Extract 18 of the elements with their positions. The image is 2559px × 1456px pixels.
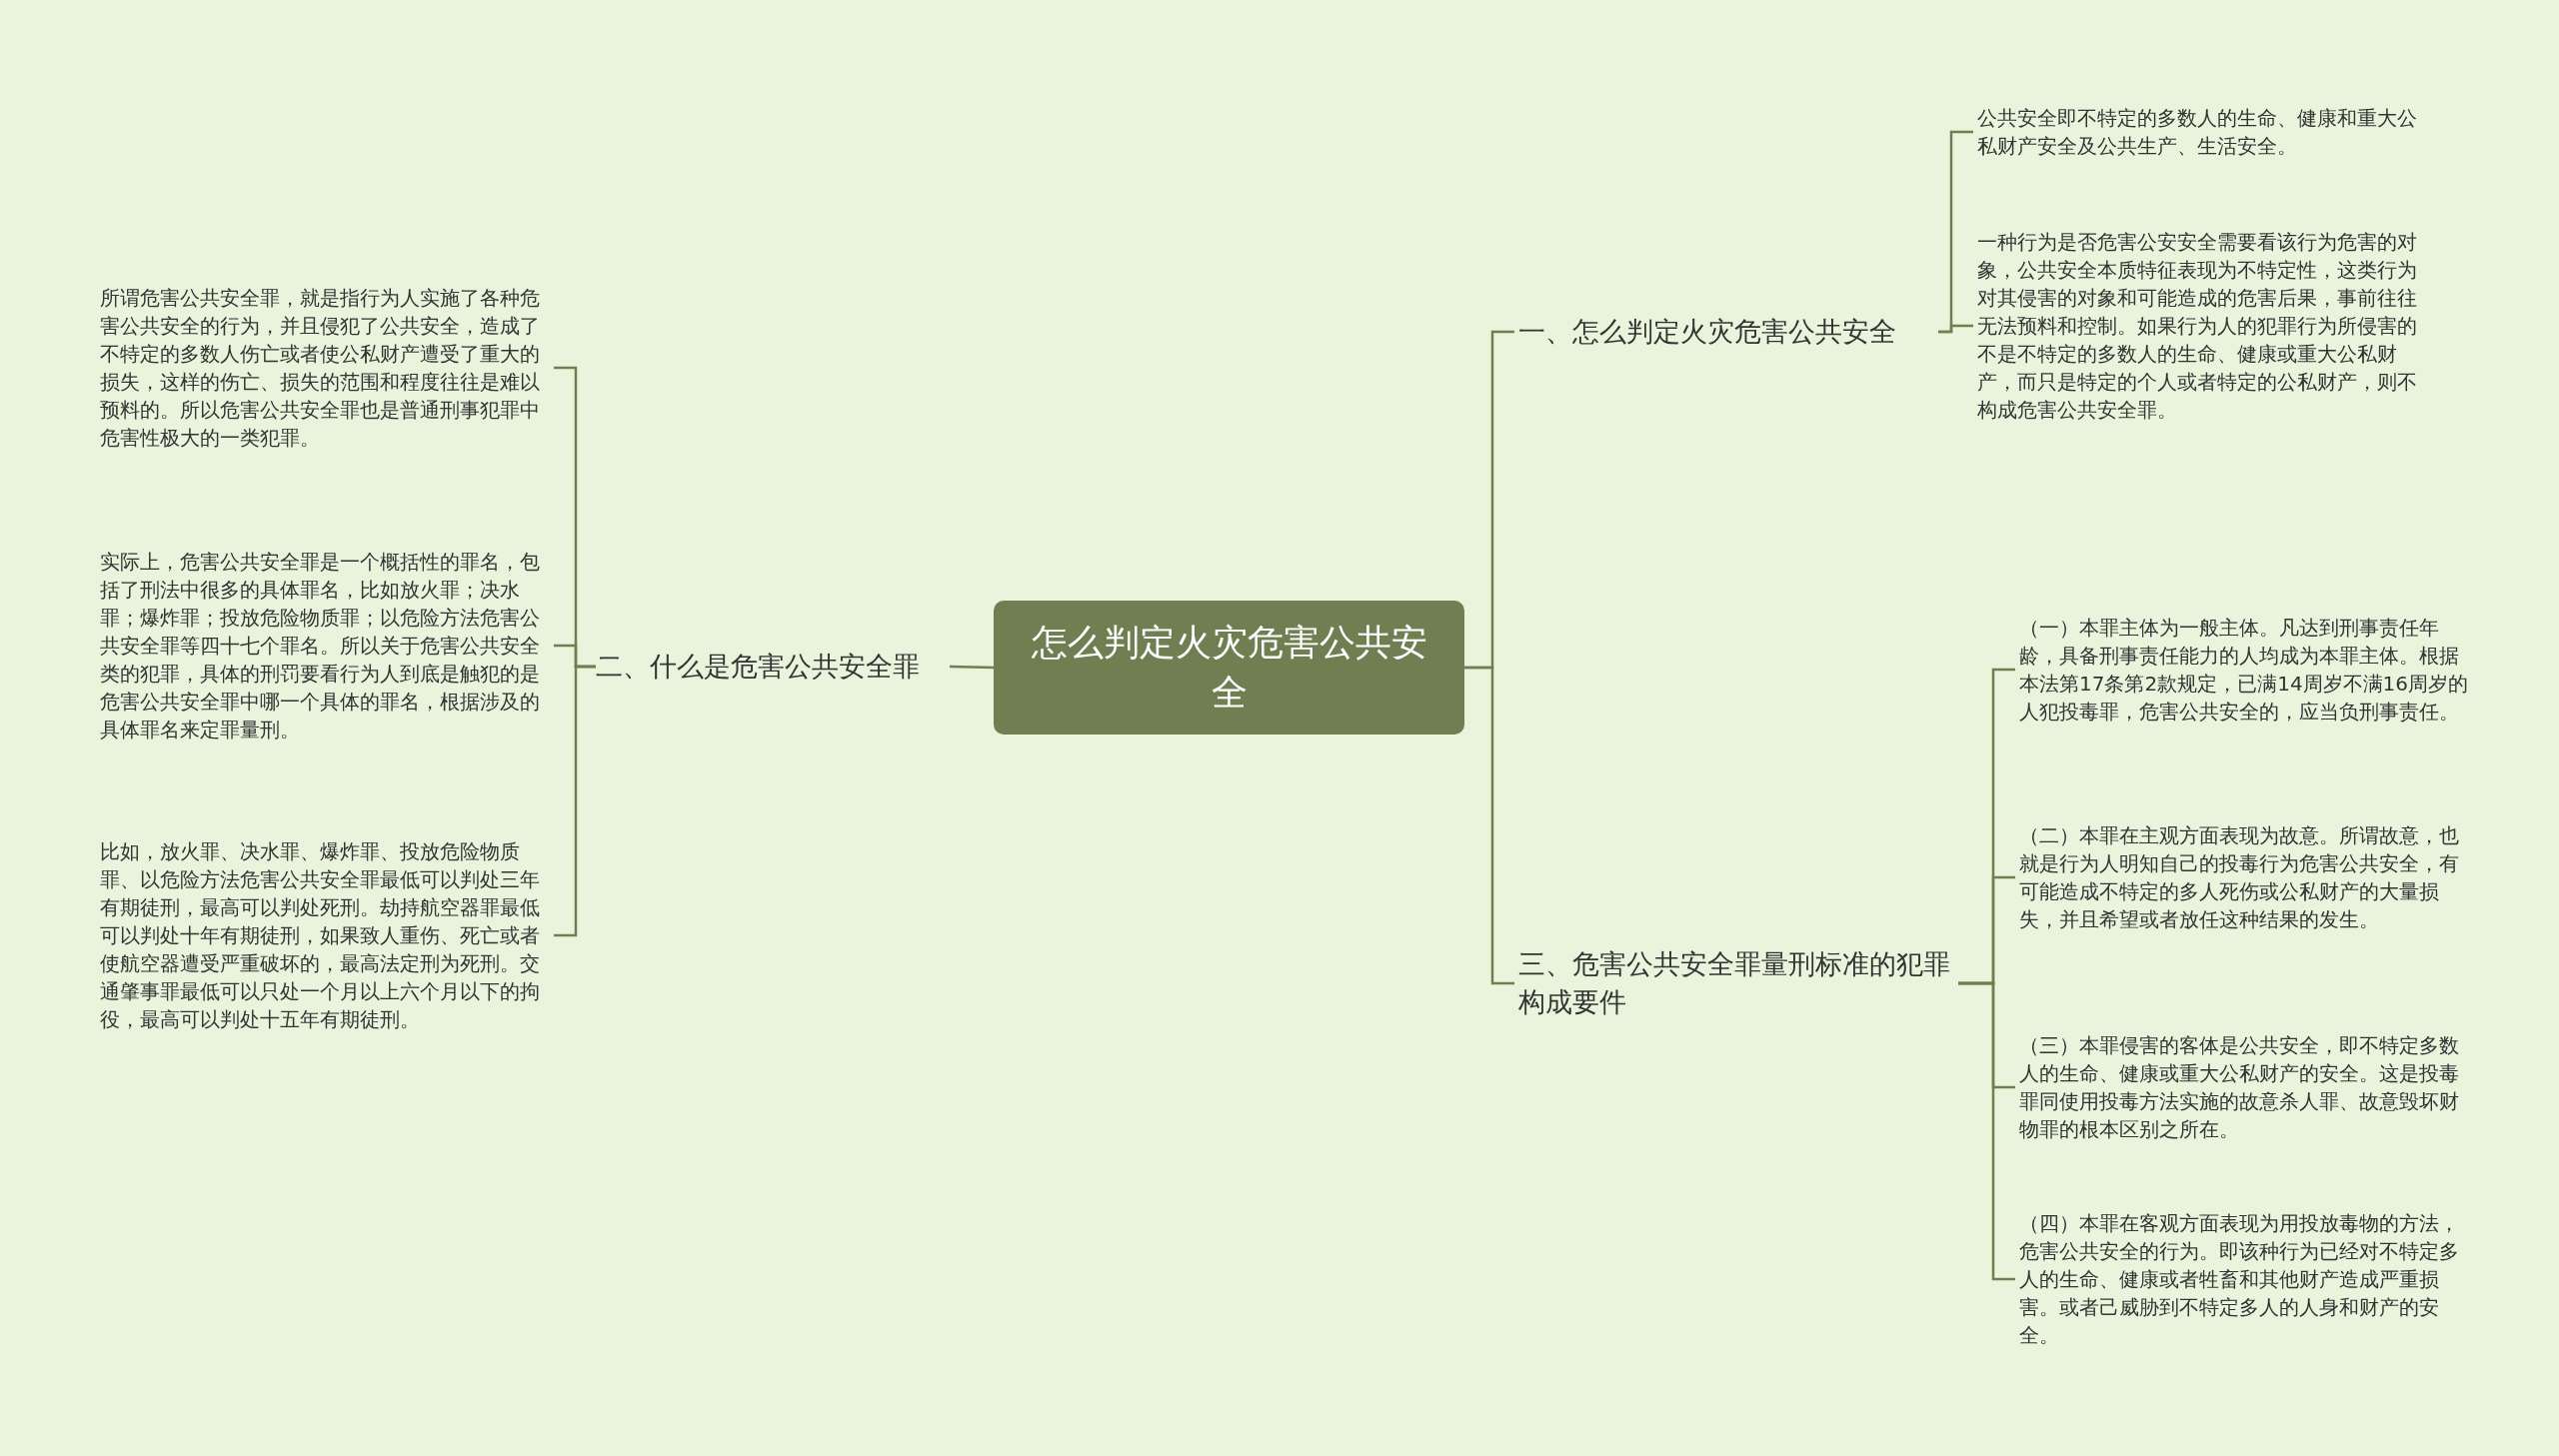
connector-line: [949, 665, 995, 670]
leaf-text: （三）本罪侵害的客体是公共安全，即不特定多数人的生命、健康或重大公私财产的安全。这是投毒罪同使用投毒方法实施的故意杀人罪、故意毁坏财物罪的根本区别之所在。: [2019, 1031, 2469, 1143]
connector-line: [554, 665, 596, 937]
leaf-text: 一种行为是否危害公安安全需要看该行为危害的对象，公共安全本质特征表现为不特定性，这类行为对其侵害的对象和可能造成的危害后果，事前往往无法预料和控制。如果行为人的犯罪行为所侵害的不是不特定的多数人的生命、健康或重大公私财产，而只是特定的个人或者特定的公私财产，则不构成危害公共安全罪。: [1977, 228, 2427, 424]
leaf-text: 比如，放火罪、决水罪、爆炸罪、投放危险物质罪、以危险方法危害公共安全罪最低可以判处三年有期徒刑，最高可以判处死刑。劫持航空器罪最低可以判处十年有期徒刑，如果致人重伤、死亡或者使航空器遭受严重破坏的，最高法定刑为死刑。交通肇事罪最低可以只处一个月以上六个月以下的拘役，最高可以判处十五年有期徒刑。: [100, 837, 550, 1033]
branch-topic: 三、危害公共安全罪量刑标准的犯罪构成要件: [1518, 945, 1958, 1021]
leaf-text: 所谓危害公共安全罪，就是指行为人实施了各种危害公共安全的行为，并且侵犯了公共安全，造成了不特定的多数人伤亡或者使公私财产遭受了重大的损失，这样的伤亡、损失的范围和程度往往是难以预料的。所以危害公共安全罪也是普通刑事犯罪中危害性极大的一类犯罪。: [100, 284, 550, 452]
connector-line: [1938, 324, 1973, 334]
branch-topic: 一、怎么判定火灾危害公共安全: [1518, 313, 1938, 351]
leaf-text: （二）本罪在主观方面表现为故意。所谓故意，也就是行为人明知自己的投毒行为危害公共安全，有可能造成不特定的多人死伤或公私财产的大量损失，并且希望或者放任这种结果的发生。: [2019, 821, 2469, 933]
connector-line: [1464, 666, 1514, 985]
central-topic-box: 怎么判定火灾危害公共安全: [994, 601, 1464, 734]
branch-topic: 二、什么是危害公共安全罪: [596, 648, 946, 686]
leaf-text: 公共安全即不特定的多数人的生命、健康和重大公私财产安全及公共生产、生活安全。: [1977, 104, 2427, 160]
leaf-text: （一）本罪主体为一般主体。凡达到刑事责任年龄，具备刑事责任能力的人均成为本罪主体。根据本法第17条第2款规定，已满14周岁不满16周岁的人犯投毒罪，危害公共安全的，应当负刑事责任。: [2019, 614, 2469, 726]
leaf-text: 实际上，危害公共安全罪是一个概括性的罪名，包括了刑法中很多的具体罪名，比如放火罪；决水罪；爆炸罪；投放危险物质罪；以危险方法危害公共安全罪等四十七个罪名。所以关于危害公共安全类的犯罪，具体的刑罚要看行为人到底是触犯的是危害公共安全罪中哪一个具体的罪名，根据涉及的具体罪名来定罪量刑。: [100, 548, 550, 743]
connector-line: [1958, 981, 2015, 1281]
leaf-text: （四）本罪在客观方面表现为用投放毒物的方法，危害公共安全的行为。即该种行为已经对不特定多人的生命、健康或者牲畜和其他财产造成严重损害。或者己威胁到不特定多人的人身和财产的安全。: [2019, 1209, 2469, 1349]
